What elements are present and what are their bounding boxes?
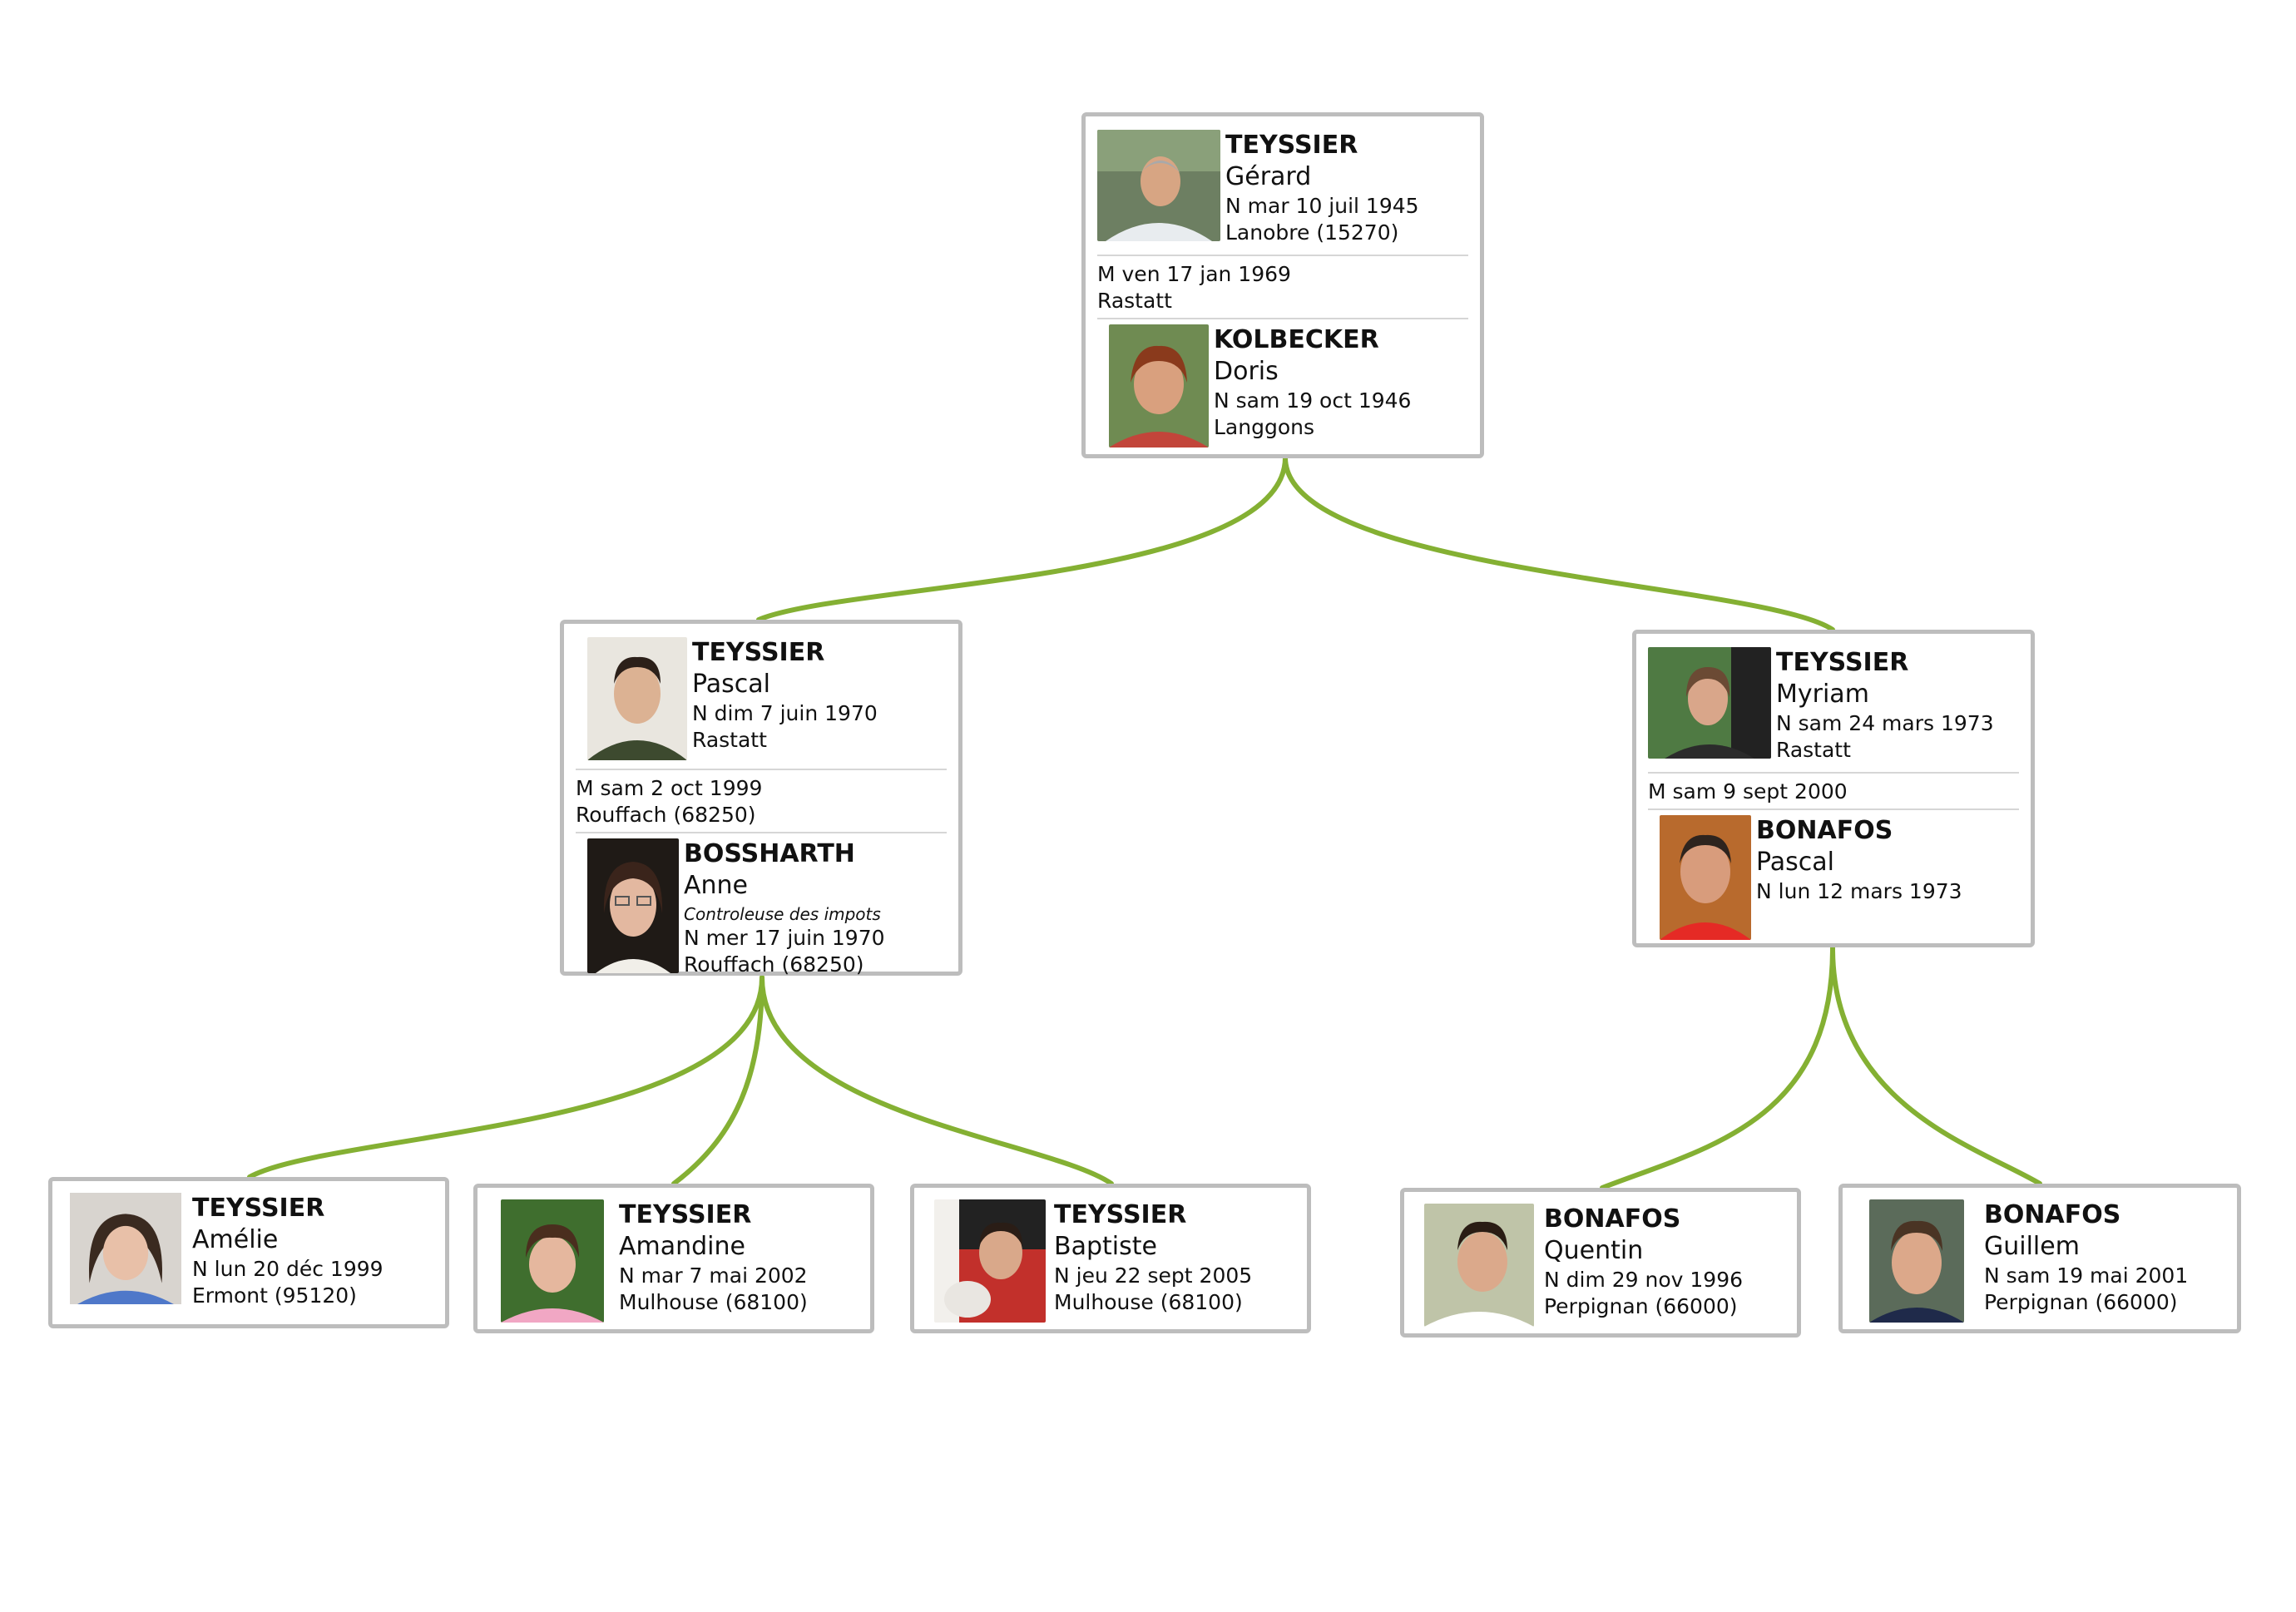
birth-date: N sam 19 mai 2001: [1984, 1263, 2189, 1288]
given-name: Quentin: [1544, 1236, 1644, 1265]
birth-date: N lun 20 déc 1999: [192, 1257, 383, 1281]
person-guillem[interactable]: BONAFOS Guillem N sam 19 mai 2001 Perpig…: [1854, 1199, 2225, 1323]
given-name: Pascal: [1756, 848, 1834, 877]
marriage-date: M sam 9 sept 2000: [1648, 779, 1848, 804]
birth-date: N jeu 22 sept 2005: [1054, 1263, 1253, 1288]
marriage-info: M ven 17 jan 1969 Rastatt: [1097, 255, 1468, 319]
person-pascal-teyssier[interactable]: TEYSSIER Pascal N dim 7 juin 1970 Rastat…: [576, 637, 947, 760]
given-name: Pascal: [692, 670, 770, 699]
marriage-info: M sam 2 oct 1999 Rouffach (68250): [576, 769, 947, 833]
person-baptiste[interactable]: TEYSSIER Baptiste N jeu 22 sept 2005 Mul…: [926, 1199, 1295, 1323]
person-card-amandine[interactable]: TEYSSIER Amandine N mar 7 mai 2002 Mulho…: [473, 1184, 874, 1333]
portrait-photo: [1869, 1199, 1964, 1323]
connector-right-guillem: [1830, 946, 2042, 1186]
occupation: Controleuse des impots: [684, 904, 881, 924]
birth-place: Rastatt: [1776, 738, 1851, 762]
person-amandine[interactable]: TEYSSIER Amandine N mar 7 mai 2002 Mulho…: [489, 1199, 859, 1323]
birth-date: N dim 7 juin 1970: [692, 701, 878, 725]
birth-place: Perpignan (66000): [1984, 1290, 2178, 1314]
given-name: Baptiste: [1054, 1232, 1157, 1261]
given-name: Anne: [684, 871, 749, 900]
surname: BONAFOS: [1756, 816, 1893, 845]
birth-date: N sam 19 oct 1946: [1214, 388, 1412, 413]
person-quentin[interactable]: BONAFOS Quentin N dim 29 nov 1996 Perpig…: [1416, 1204, 1785, 1327]
birth-place: Lanobre (15270): [1225, 220, 1399, 245]
connector-root-right: [1283, 455, 1835, 632]
portrait-photo: [587, 838, 679, 973]
marriage-place: Rastatt: [1097, 289, 1172, 313]
portrait-photo: [1648, 647, 1771, 759]
surname: TEYSSIER: [1054, 1200, 1187, 1229]
portrait-photo: [1660, 815, 1751, 940]
surname: BONAFOS: [1984, 1200, 2121, 1229]
portrait-photo: [64, 1193, 187, 1304]
surname: KOLBECKER: [1214, 325, 1379, 354]
surname: BONAFOS: [1544, 1204, 1681, 1234]
birth-date: N mer 17 juin 1970: [684, 926, 885, 950]
person-card-quentin[interactable]: BONAFOS Quentin N dim 29 nov 1996 Perpig…: [1400, 1188, 1801, 1338]
given-name: Amélie: [192, 1225, 279, 1254]
portrait-photo: [587, 637, 687, 760]
birth-place: Perpignan (66000): [1544, 1294, 1738, 1318]
surname: TEYSSIER: [1776, 648, 1909, 677]
given-name: Doris: [1214, 357, 1279, 386]
connector-left-baptiste: [760, 975, 1114, 1186]
portrait-photo: [1424, 1204, 1534, 1327]
person-card-amelie[interactable]: TEYSSIER Amélie N lun 20 déc 1999 Ermont…: [48, 1177, 449, 1328]
birth-place: Rouffach (68250): [684, 952, 864, 977]
surname: TEYSSIER: [692, 638, 825, 667]
portrait-photo: [934, 1199, 1046, 1323]
person-doris[interactable]: KOLBECKER Doris N sam 19 oct 1946 Langgo…: [1097, 324, 1468, 448]
portrait-photo: [1109, 324, 1209, 448]
person-pascal-bonafos[interactable]: BONAFOS Pascal N lun 12 mars 1973: [1648, 815, 2019, 940]
birth-date: N dim 29 nov 1996: [1544, 1268, 1744, 1292]
given-name: Guillem: [1984, 1232, 2080, 1261]
portrait-photo: [1097, 130, 1220, 241]
birth-place: Langgons: [1214, 415, 1314, 439]
marriage-date: M sam 2 oct 1999: [576, 776, 763, 800]
connector-left-amelie: [247, 975, 765, 1179]
family-card-pascal-anne[interactable]: TEYSSIER Pascal N dim 7 juin 1970 Rastat…: [560, 620, 962, 978]
given-name: Myriam: [1776, 680, 1869, 709]
surname: TEYSSIER: [192, 1194, 325, 1223]
birth-place: Rastatt: [692, 728, 767, 752]
connector-right-quentin: [1600, 946, 1835, 1190]
family-card-myriam-pascal[interactable]: TEYSSIER Myriam N sam 24 mars 1973 Rasta…: [1632, 630, 2035, 947]
person-myriam-teyssier[interactable]: TEYSSIER Myriam N sam 24 mars 1973 Rasta…: [1648, 647, 2019, 764]
person-gerard[interactable]: TEYSSIER Gérard N mar 10 juil 1945 Lanob…: [1097, 130, 1468, 246]
portrait-photo: [501, 1199, 604, 1323]
birth-place: Ermont (95120): [192, 1283, 357, 1308]
birth-place: Mulhouse (68100): [619, 1290, 808, 1314]
person-anne-bossharth[interactable]: BOSSHARTH Anne Controleuse des impots N …: [576, 838, 947, 978]
family-card-root[interactable]: TEYSSIER Gérard N mar 10 juil 1945 Lanob…: [1081, 112, 1484, 458]
person-card-guillem[interactable]: BONAFOS Guillem N sam 19 mai 2001 Perpig…: [1838, 1184, 2241, 1333]
connector-left-amandine: [671, 975, 765, 1186]
given-name: Gérard: [1225, 162, 1312, 191]
surname: TEYSSIER: [1225, 131, 1358, 160]
birth-date: N mar 10 juil 1945: [1225, 194, 1419, 218]
surname: BOSSHARTH: [684, 839, 855, 868]
marriage-info: M sam 9 sept 2000: [1648, 772, 2019, 810]
person-card-baptiste[interactable]: TEYSSIER Baptiste N jeu 22 sept 2005 Mul…: [910, 1184, 1311, 1333]
birth-date: N sam 24 mars 1973: [1776, 711, 1994, 735]
marriage-date: M ven 17 jan 1969: [1097, 262, 1291, 286]
birth-place: Mulhouse (68100): [1054, 1290, 1243, 1314]
given-name: Amandine: [619, 1232, 745, 1261]
connector-root-left: [756, 455, 1288, 622]
surname: TEYSSIER: [619, 1200, 752, 1229]
marriage-place: Rouffach (68250): [576, 803, 756, 827]
birth-date: N mar 7 mai 2002: [619, 1263, 808, 1288]
person-amelie[interactable]: TEYSSIER Amélie N lun 20 déc 1999 Ermont…: [64, 1193, 433, 1309]
birth-date: N lun 12 mars 1973: [1756, 879, 1962, 903]
